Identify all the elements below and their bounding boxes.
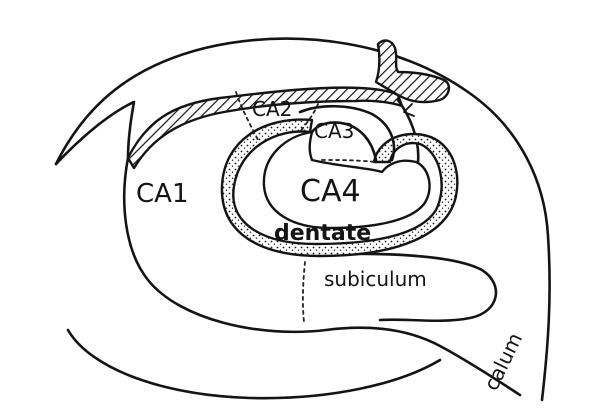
ca3-label: CA3 xyxy=(314,119,354,143)
ca2-label: CA2 xyxy=(252,97,292,121)
ca1-label: CA1 xyxy=(136,179,188,209)
subiculum-label: subiculum xyxy=(324,267,427,291)
ca4-label: CA4 xyxy=(300,174,361,209)
dentate-label: dentate xyxy=(274,221,371,246)
